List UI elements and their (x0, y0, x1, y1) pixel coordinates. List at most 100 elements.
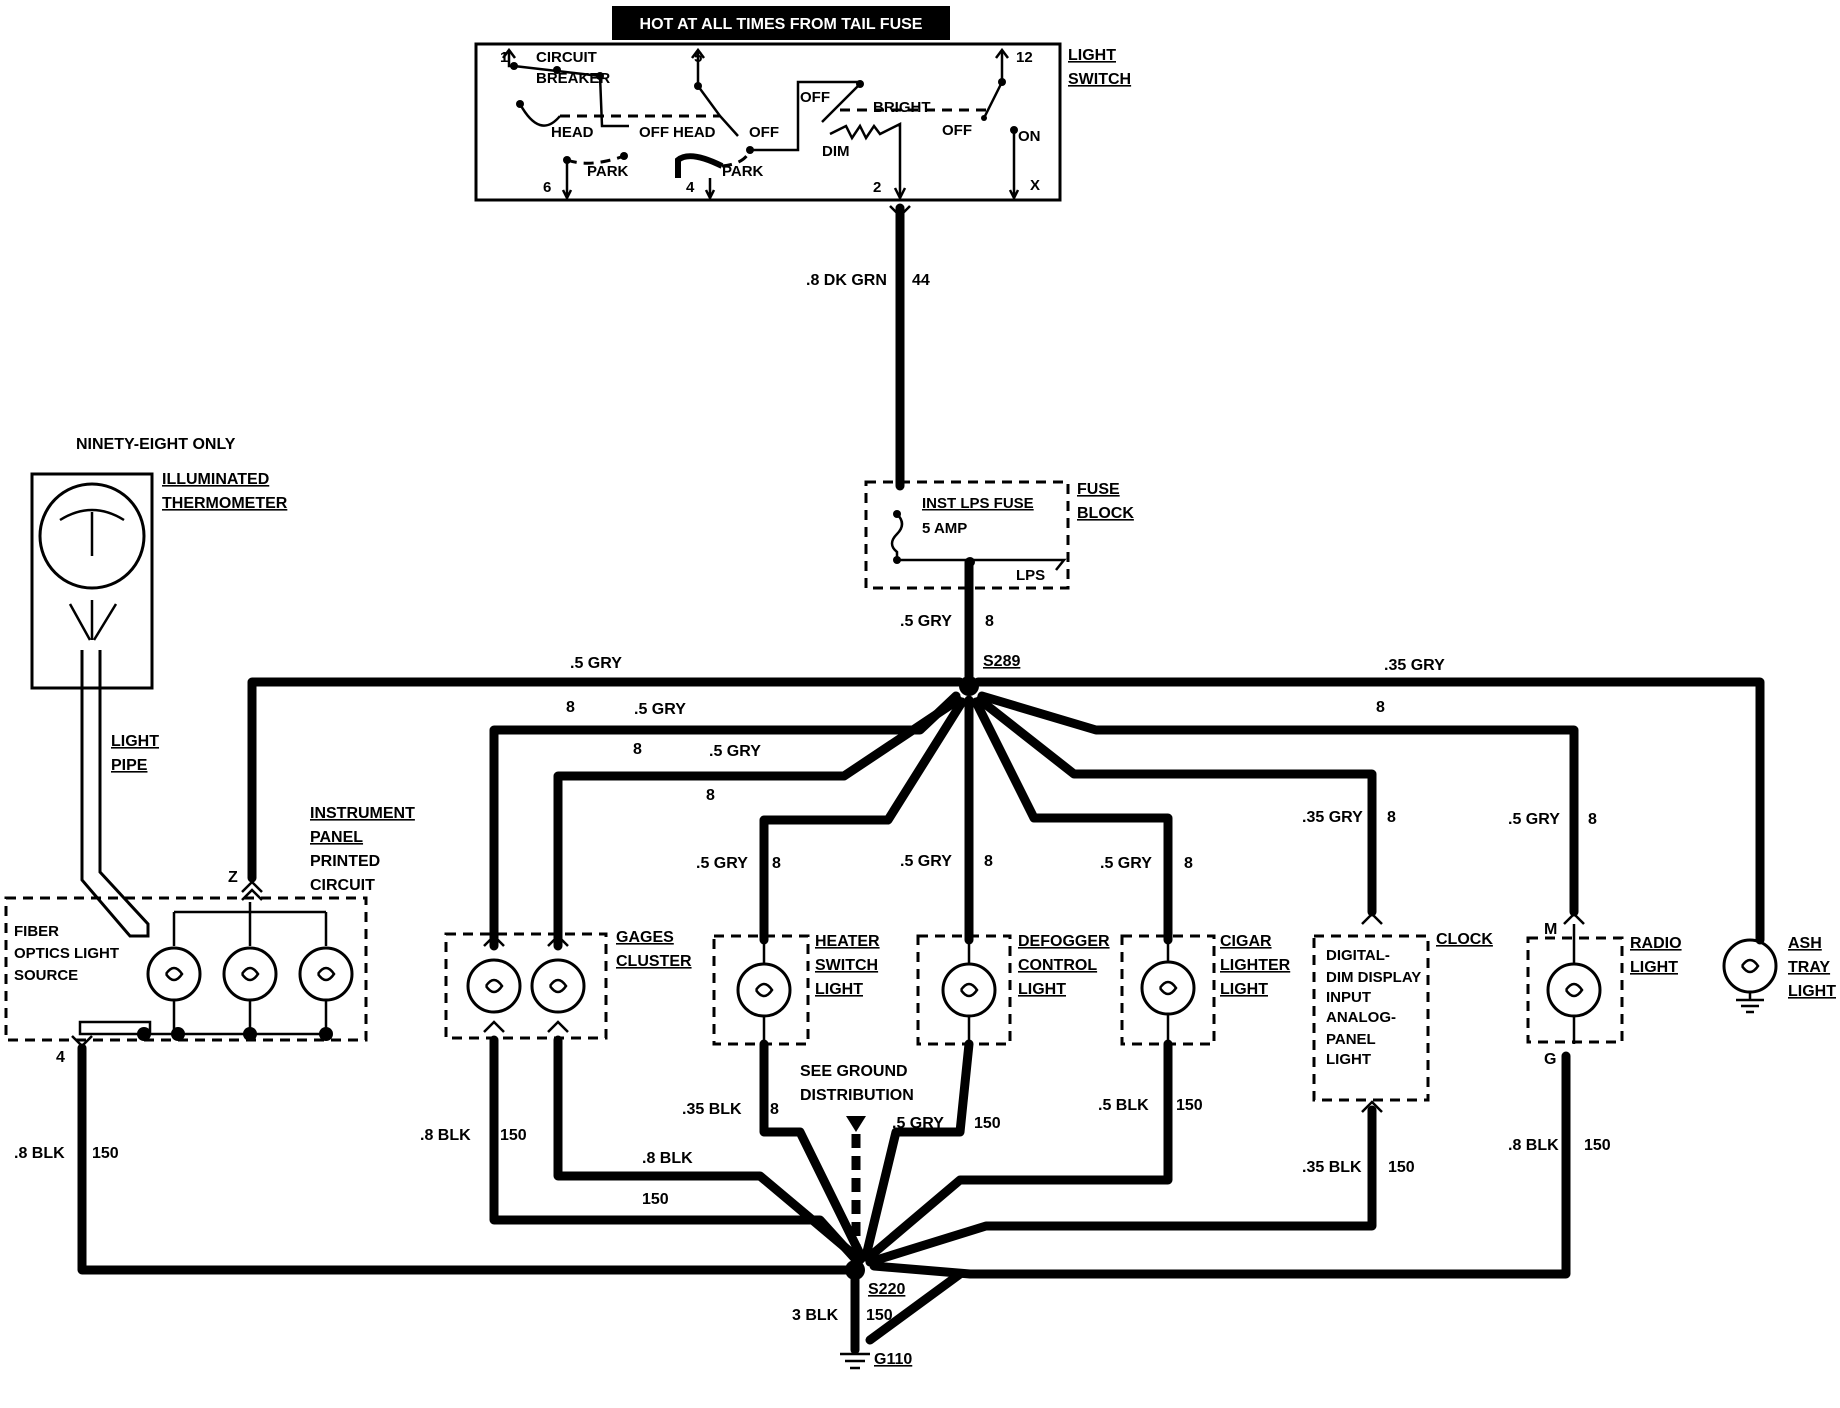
svg-text:.5 GRY: .5 GRY (900, 613, 952, 630)
light-switch: LIGHT SWITCH 1 CIRCUIT BREAKER 5 12 HEAD… (474, 42, 1131, 202)
svg-text:4: 4 (56, 1049, 65, 1066)
svg-text:PANEL: PANEL (1326, 1031, 1376, 1048)
svg-text:.5 GRY: .5 GRY (696, 855, 748, 872)
svg-text:150: 150 (866, 1307, 893, 1324)
svg-text:OFF: OFF (749, 124, 779, 141)
svg-text:DEFOGGER: DEFOGGER (1018, 933, 1110, 950)
svg-text:6: 6 (543, 179, 551, 196)
svg-text:8: 8 (706, 787, 715, 804)
svg-text:CIRCUIT: CIRCUIT (310, 877, 375, 894)
svg-text:LIGHT: LIGHT (1630, 959, 1678, 976)
svg-text:ILLUMINATED: ILLUMINATED (162, 471, 269, 488)
gages-cluster: GAGES CLUSTER (444, 929, 692, 1040)
ground-wires: .8 BLK 150 .8 BLK 150 .8 BLK 150 .35 BLK… (14, 1035, 1611, 1370)
svg-text:.35 GRY: .35 GRY (1384, 657, 1445, 674)
svg-text:INST LPS FUSE: INST LPS FUSE (922, 495, 1034, 512)
svg-text:2: 2 (873, 179, 881, 196)
svg-text:LIGHT: LIGHT (1220, 981, 1268, 998)
svg-text:M: M (1544, 921, 1557, 938)
svg-text:CONTROL: CONTROL (1018, 957, 1097, 974)
svg-text:LIGHTER: LIGHTER (1220, 957, 1291, 974)
svg-text:8: 8 (566, 699, 575, 716)
svg-text:PARK: PARK (722, 163, 764, 180)
feed-wire-44: .8 DK GRN 44 (806, 203, 930, 491)
svg-text:150: 150 (642, 1191, 669, 1208)
svg-text:HEAD: HEAD (673, 124, 716, 141)
svg-text:150: 150 (500, 1127, 527, 1144)
svg-text:HEATER: HEATER (815, 933, 880, 950)
svg-text:150: 150 (1388, 1159, 1415, 1176)
svg-text:.8 DK GRN: .8 DK GRN (806, 272, 887, 289)
svg-text:150: 150 (1176, 1097, 1203, 1114)
svg-text:.35 BLK: .35 BLK (682, 1101, 742, 1118)
svg-text:ASH: ASH (1788, 935, 1822, 952)
svg-text:8: 8 (1387, 809, 1396, 826)
svg-text:LIGHT: LIGHT (1018, 981, 1066, 998)
fuse-block: FUSE BLOCK INST LPS FUSE 5 AMP LPS (864, 480, 1134, 590)
svg-text:.8 BLK: .8 BLK (642, 1150, 693, 1167)
svg-text:NINETY-EIGHT ONLY: NINETY-EIGHT ONLY (76, 436, 236, 453)
svg-text:44: 44 (912, 272, 930, 289)
svg-text:8: 8 (1588, 811, 1597, 828)
svg-text:DISTRIBUTION: DISTRIBUTION (800, 1087, 914, 1104)
svg-text:8: 8 (770, 1101, 779, 1118)
svg-text:FUSE: FUSE (1077, 481, 1120, 498)
svg-text:DIGITAL-: DIGITAL- (1326, 947, 1390, 964)
svg-text:G: G (1544, 1051, 1556, 1068)
svg-text:OFF: OFF (800, 89, 830, 106)
svg-text:S289: S289 (983, 653, 1020, 670)
svg-text:.5 GRY: .5 GRY (570, 655, 622, 672)
svg-text:.5 GRY: .5 GRY (1508, 811, 1560, 828)
defogger-control-light: DEFOGGER CONTROL LIGHT (916, 933, 1110, 1046)
svg-text:X: X (1030, 177, 1040, 194)
svg-text:LIGHT: LIGHT (1068, 47, 1116, 64)
svg-text:8: 8 (985, 613, 994, 630)
svg-text:.5 GRY: .5 GRY (900, 853, 952, 870)
svg-text:4: 4 (686, 179, 695, 196)
svg-text:INPUT: INPUT (1326, 989, 1371, 1006)
svg-text:PARK: PARK (587, 163, 629, 180)
svg-text:DIM: DIM (822, 143, 850, 160)
svg-text:LPS: LPS (1016, 567, 1045, 584)
svg-text:8: 8 (1376, 699, 1385, 716)
svg-text:.5 GRY: .5 GRY (1100, 855, 1152, 872)
svg-text:150: 150 (92, 1145, 119, 1162)
svg-text:BLOCK: BLOCK (1077, 505, 1134, 522)
svg-text:150: 150 (1584, 1137, 1611, 1154)
hot-at-all-times-label: HOT AT ALL TIMES FROM TAIL FUSE (612, 6, 950, 40)
svg-text:CLUSTER: CLUSTER (616, 953, 692, 970)
svg-text:.35 BLK: .35 BLK (1302, 1159, 1362, 1176)
clock: CLOCK DIGITAL- DIM DISPLAY INPUT ANALOG-… (1312, 912, 1493, 1113)
svg-text:8: 8 (984, 853, 993, 870)
svg-text:8: 8 (772, 855, 781, 872)
svg-text:DIM DISPLAY: DIM DISPLAY (1326, 969, 1421, 986)
svg-text:SOURCE: SOURCE (14, 967, 78, 984)
svg-text:LIGHT: LIGHT (111, 733, 159, 750)
svg-text:5 AMP: 5 AMP (922, 520, 967, 537)
svg-text:SEE GROUND: SEE GROUND (800, 1063, 908, 1080)
svg-text:3 BLK: 3 BLK (792, 1307, 839, 1324)
svg-text:S220: S220 (868, 1281, 905, 1298)
svg-text:LIGHT: LIGHT (815, 981, 863, 998)
svg-text:HOT AT ALL TIMES FROM TAIL FUS: HOT AT ALL TIMES FROM TAIL FUSE (640, 16, 923, 33)
svg-text:8: 8 (1184, 855, 1193, 872)
svg-text:BRIGHT: BRIGHT (873, 99, 931, 116)
svg-text:FIBER: FIBER (14, 923, 59, 940)
svg-text:TRAY: TRAY (1788, 959, 1830, 976)
svg-text:ON: ON (1018, 128, 1041, 145)
svg-text:.5 GRY: .5 GRY (634, 701, 686, 718)
svg-text:G110: G110 (874, 1351, 912, 1368)
svg-text:.35 GRY: .35 GRY (1302, 809, 1363, 826)
svg-text:150: 150 (974, 1115, 1001, 1132)
svg-text:INSTRUMENT: INSTRUMENT (310, 805, 415, 822)
svg-text:.5 BLK: .5 BLK (1098, 1097, 1149, 1114)
cigar-lighter-light: CIGAR LIGHTER LIGHT (1120, 933, 1291, 1046)
svg-text:.8 BLK: .8 BLK (14, 1145, 65, 1162)
heater-switch-light: HEATER SWITCH LIGHT (712, 933, 880, 1046)
svg-text:PANEL: PANEL (310, 829, 363, 846)
svg-text:12: 12 (1016, 49, 1033, 66)
svg-text:OFF: OFF (942, 122, 972, 139)
svg-text:.5 GRY: .5 GRY (709, 743, 761, 760)
radio-light: RADIO LIGHT M G (1526, 912, 1682, 1068)
